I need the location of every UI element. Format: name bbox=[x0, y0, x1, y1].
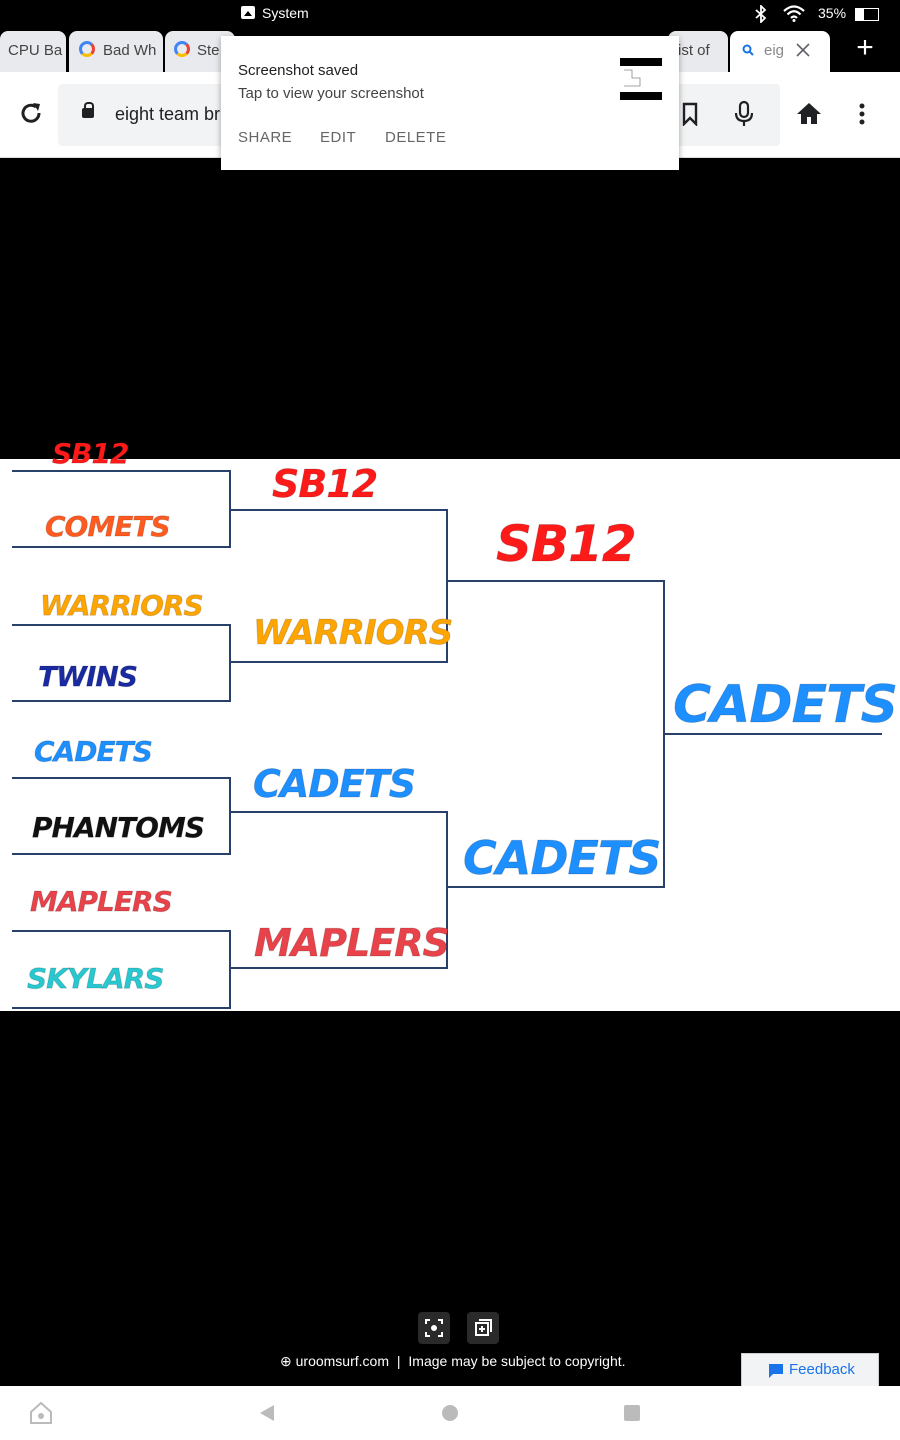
image-icon bbox=[241, 6, 255, 19]
lens-search-button[interactable] bbox=[418, 1312, 450, 1344]
status-bar: System 35% bbox=[0, 0, 900, 27]
tab-bad[interactable]: Bad Wh bbox=[69, 31, 163, 72]
bracket-line bbox=[448, 580, 665, 582]
team-r1-1: SB12 bbox=[51, 437, 129, 471]
add-to-collection-button[interactable] bbox=[467, 1312, 499, 1344]
home-launcher-icon[interactable] bbox=[29, 1401, 53, 1425]
bracket-line bbox=[231, 661, 448, 663]
team-r1-5: CADETS bbox=[34, 735, 154, 769]
wifi-icon bbox=[783, 5, 805, 22]
team-r2-4: MAPLERS bbox=[254, 921, 451, 966]
bracket-line bbox=[12, 470, 231, 472]
bracket-line bbox=[231, 509, 448, 511]
google-icon bbox=[79, 41, 95, 57]
separator: | bbox=[396, 1353, 401, 1369]
notification-source: System bbox=[262, 5, 309, 21]
bracket-line bbox=[12, 777, 231, 779]
battery-percent: 35% bbox=[818, 5, 847, 21]
bracket-line bbox=[229, 777, 231, 855]
tab-label: ist of bbox=[678, 42, 710, 59]
bracket-line bbox=[231, 811, 448, 813]
team-r1-4: TWINS bbox=[37, 660, 138, 694]
url-text[interactable]: eight team br bbox=[115, 104, 221, 124]
more-options-icon[interactable] bbox=[856, 102, 868, 126]
bracket-line bbox=[12, 700, 231, 702]
team-r3-2: CADETS bbox=[462, 831, 661, 886]
new-tab-button[interactable]: + bbox=[856, 31, 874, 64]
tab-active[interactable]: eig bbox=[730, 31, 830, 72]
team-r3-1: SB12 bbox=[496, 515, 638, 574]
bracket-line bbox=[446, 811, 448, 969]
bookmark-icon[interactable] bbox=[681, 102, 699, 126]
source-link[interactable]: uroomsurf.com bbox=[295, 1353, 389, 1369]
tab-cpu[interactable]: CPU Ba bbox=[0, 31, 66, 72]
delete-button[interactable]: DELETE bbox=[385, 129, 447, 146]
bracket-line bbox=[12, 1007, 231, 1009]
bracket-image[interactable]: SB12 COMETS WARRIORS TWINS CADETS PHANTO… bbox=[0, 437, 900, 1011]
team-r1-3: WARRIORS bbox=[40, 589, 205, 623]
microphone-icon[interactable] bbox=[733, 100, 755, 128]
bracket-line bbox=[12, 624, 231, 626]
screenshot-notification[interactable] bbox=[221, 36, 679, 170]
tab-label: Bad Wh bbox=[103, 42, 157, 59]
feedback-label: Feedback bbox=[789, 1361, 855, 1378]
google-icon bbox=[174, 41, 190, 57]
champion-team: CADETS bbox=[672, 675, 898, 736]
back-icon[interactable] bbox=[258, 1404, 276, 1422]
home-circle-icon[interactable] bbox=[441, 1404, 459, 1422]
tab-label: Ste bbox=[197, 42, 220, 59]
recents-icon[interactable] bbox=[623, 1404, 641, 1422]
search-icon bbox=[742, 44, 754, 56]
lock-icon bbox=[82, 102, 94, 118]
notification-title: Screenshot saved bbox=[238, 62, 359, 79]
bracket-line bbox=[12, 853, 231, 855]
screenshot-thumbnail[interactable] bbox=[620, 58, 662, 100]
reload-icon[interactable] bbox=[18, 100, 44, 126]
bracket-line bbox=[229, 930, 231, 1009]
team-r2-3: CADETS bbox=[252, 762, 416, 807]
bracket-line bbox=[12, 546, 231, 548]
feedback-icon bbox=[769, 1364, 783, 1378]
home-icon[interactable] bbox=[796, 101, 822, 125]
team-r1-6: PHANTOMS bbox=[32, 811, 206, 845]
notification-subtitle: Tap to view your screenshot bbox=[238, 85, 424, 102]
system-nav-bar bbox=[0, 1386, 900, 1440]
team-r2-2: WARRIORS bbox=[252, 613, 453, 654]
bracket-line bbox=[665, 733, 882, 735]
globe-icon: ⊕ bbox=[280, 1353, 292, 1369]
team-r1-8: SKYLARS bbox=[26, 962, 164, 996]
copyright-notice: Image may be subject to copyright. bbox=[408, 1353, 626, 1369]
bracket-line bbox=[229, 624, 231, 702]
bracket-line bbox=[663, 580, 665, 888]
share-button[interactable]: SHARE bbox=[238, 129, 293, 146]
team-r2-1: SB12 bbox=[271, 462, 378, 507]
collection-icon bbox=[475, 1319, 492, 1336]
bracket-line bbox=[12, 930, 231, 932]
bracket-line bbox=[448, 886, 665, 888]
lens-icon bbox=[425, 1319, 443, 1337]
bracket-line bbox=[231, 967, 448, 969]
team-r1-7: MAPLERS bbox=[30, 885, 174, 919]
close-tab-icon[interactable] bbox=[796, 43, 810, 57]
edit-button[interactable]: EDIT bbox=[320, 129, 357, 146]
feedback-button[interactable]: Feedback bbox=[741, 1353, 879, 1387]
bracket-line bbox=[446, 509, 448, 663]
image-credit: ⊕ uroomsurf.com | Image may be subject t… bbox=[280, 1353, 626, 1370]
bracket-line bbox=[229, 470, 231, 548]
team-r1-2: COMETS bbox=[45, 510, 172, 544]
battery-icon bbox=[855, 8, 879, 21]
bluetooth-icon bbox=[755, 5, 767, 23]
tab-label: CPU Ba bbox=[8, 42, 63, 59]
tab-label: eig bbox=[764, 42, 785, 59]
